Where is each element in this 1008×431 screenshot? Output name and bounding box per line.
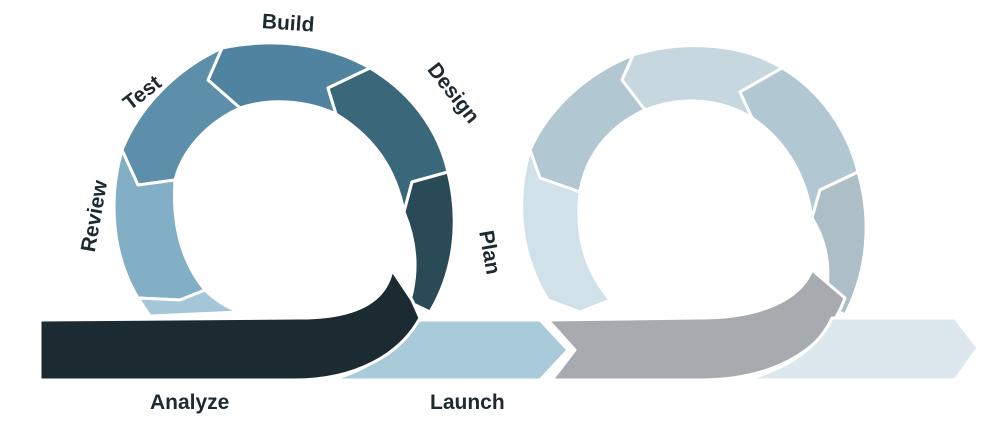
label-launch: Launch [430, 391, 505, 414]
label-review: Review [77, 178, 112, 254]
ghost-segment-left [520, 148, 612, 314]
arrow-analyze [38, 268, 422, 382]
ghost-loop [520, 44, 980, 382]
main-loop [38, 41, 570, 382]
label-build: Build [261, 10, 315, 37]
ghost-arrow-tail [743, 316, 980, 382]
label-analyze: Analyze [150, 391, 229, 414]
label-design: Design [423, 58, 484, 127]
ghost-base-band [546, 268, 847, 382]
segment-review-base [136, 288, 242, 318]
label-plan: Plan [474, 229, 504, 277]
